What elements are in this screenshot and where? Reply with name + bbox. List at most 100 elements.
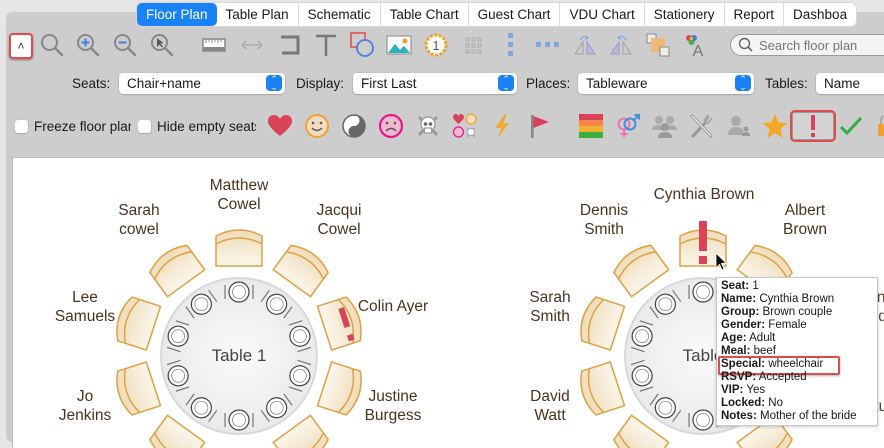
flag-icon [531,115,549,138]
text-button[interactable] [312,30,340,60]
tab-schematic[interactable]: Schematic [299,3,381,26]
smiley-icon [305,114,329,138]
flip-horizontal-button[interactable] [571,30,599,60]
filter-yin-yang-button[interactable] [339,111,369,141]
seat-tooltip: Seat: 1 Name: Cynthia Brown Group: Brown… [716,277,878,426]
horizontal-dots-icon [536,42,559,47]
flip-horizontal-icon [573,35,597,55]
display-options-row: Seats: Chair+name ⌃⌄ Display: First Last… [0,73,884,95]
filter-flag-button[interactable] [525,111,555,141]
grid-icon [465,37,482,54]
filter-mixed-button[interactable] [450,111,480,141]
gender-icon [617,114,640,137]
filter-skull-button[interactable] [413,111,443,141]
filter-color-bars-button[interactable] [576,111,606,141]
places-select[interactable]: Tableware ⌃⌄ [578,73,754,94]
distribute-horizontal-button[interactable] [534,30,562,60]
hide-empty-seats-checkbox[interactable]: Hide empty seats [138,119,256,134]
filter-special-button[interactable] [790,110,836,142]
color-text-button[interactable]: A [681,30,709,60]
distribute-vertical-button[interactable] [497,30,525,60]
shapes-icon [350,32,374,57]
image-button[interactable] [385,30,413,60]
checkbox-box[interactable] [15,120,28,133]
flip-vertical-icon [609,35,633,55]
tooltip-row-name: Name: Cynthia Brown [721,293,835,305]
filter-child-button[interactable] [724,111,754,141]
filter-sad-button[interactable] [376,111,406,141]
filter-lightning-button[interactable] [487,111,517,141]
zoom-in-button[interactable] [74,30,102,60]
guest-label[interactable]: Cynthia Brown [653,186,755,203]
hide-empty-label: Hide empty seats [157,119,256,134]
tab-table-plan[interactable]: Table Plan [217,3,299,26]
checkmark-icon [839,116,863,136]
number-badge-button[interactable]: 1 [422,30,450,60]
filter-meal-button[interactable] [687,111,717,141]
select-arrows-icon: ⌃⌄ [735,75,751,92]
view-tabs: Floor Plan Table Plan Schematic Table Ch… [137,3,857,26]
yin-yang-icon [342,114,366,138]
ruler-button[interactable] [200,30,228,60]
arrange-button[interactable] [644,30,672,60]
collapse-toolbar-button[interactable]: ˄ [9,33,33,59]
zoom-select-button[interactable] [148,30,176,60]
grid-button[interactable] [460,30,488,60]
table-2-label[interactable]: Table [682,346,724,365]
search-field[interactable] [730,34,884,56]
filter-check-button[interactable] [836,111,866,141]
filter-heart-button[interactable] [265,111,295,141]
tab-guest-chart[interactable]: Guest Chart [469,3,561,26]
filter-lock-button[interactable] [872,111,884,141]
zoom-out-button[interactable] [111,30,139,60]
tab-floor-plan[interactable]: Floor Plan [137,3,217,26]
tooltip-row-notes: Notes: Mother of the bride [721,410,857,422]
rectangle-icon [281,35,300,55]
mixed-relations-icon [452,113,477,138]
resize-button[interactable] [238,30,266,60]
tables-select[interactable]: Name [816,73,884,94]
svg-text:1: 1 [432,38,439,53]
ruler-icon [202,38,226,52]
arrange-icon [646,33,670,57]
display-select[interactable]: First Last ⌃⌄ [353,73,517,94]
rectangle-button[interactable] [276,30,304,60]
vertical-dots-icon [508,33,513,56]
tab-report[interactable]: Report [725,3,785,26]
color-text-icon: A [686,35,704,59]
tab-stationery[interactable]: Stationery [645,3,725,26]
shapes-button[interactable] [348,30,376,60]
tooltip-row-locked: Locked: No [721,397,783,409]
tab-vdu-chart[interactable]: VDU Chart [560,3,645,26]
search-input[interactable] [755,36,884,54]
seats-select[interactable]: Chair+name ⌃⌄ [119,73,285,94]
zoom-in-icon [77,34,100,57]
flip-vertical-button[interactable] [607,30,635,60]
tab-dashboard[interactable]: Dashboa [793,7,848,22]
tab-table-chart[interactable]: Table Chart [381,3,469,26]
filter-smiley-button[interactable] [302,111,332,141]
select-arrows-icon: ⌃⌄ [498,75,514,92]
checkbox-box[interactable] [138,120,151,133]
freeze-floor-plan-checkbox[interactable]: Freeze floor plan [15,119,131,134]
zoom-select-icon [151,34,174,57]
guest-label[interactable]: Colin Ayer [357,298,429,315]
zoom-fit-button[interactable] [38,30,66,60]
skull-icon [417,115,439,137]
filter-gender-button[interactable] [613,111,643,141]
groups-icon [652,116,677,138]
filter-star-button[interactable] [760,111,790,141]
color-bars-icon [579,114,603,138]
table-1-label[interactable]: Table 1 [211,346,267,365]
filter-groups-button[interactable] [650,111,680,141]
